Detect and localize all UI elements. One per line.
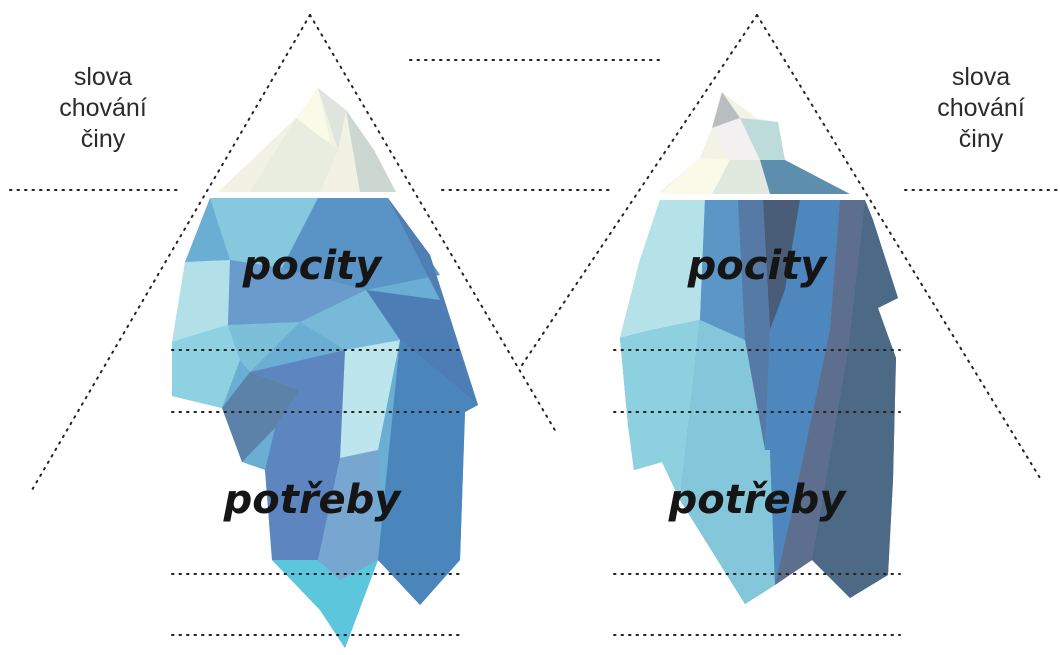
right-iceberg bbox=[620, 92, 898, 604]
left-surface-labels: slova chování činy bbox=[48, 62, 158, 155]
right-needs-label: potřeby bbox=[668, 477, 848, 523]
left-feelings-label: pocity bbox=[242, 243, 384, 289]
right-actions-label: činy bbox=[926, 124, 1036, 155]
right-behavior-label: chování bbox=[926, 93, 1036, 124]
left-behavior-label: chování bbox=[48, 93, 158, 124]
left-words-label: slova bbox=[48, 62, 158, 93]
left-needs-label: potřeby bbox=[223, 477, 403, 523]
right-words-label: slova bbox=[926, 62, 1036, 93]
left-iceberg-tip bbox=[218, 88, 396, 192]
right-iceberg-tip bbox=[660, 92, 850, 194]
left-actions-label: činy bbox=[48, 124, 158, 155]
right-feelings-label: pocity bbox=[687, 243, 829, 289]
dotted-lines bbox=[10, 60, 1060, 635]
right-surface-labels: slova chování činy bbox=[926, 62, 1036, 155]
